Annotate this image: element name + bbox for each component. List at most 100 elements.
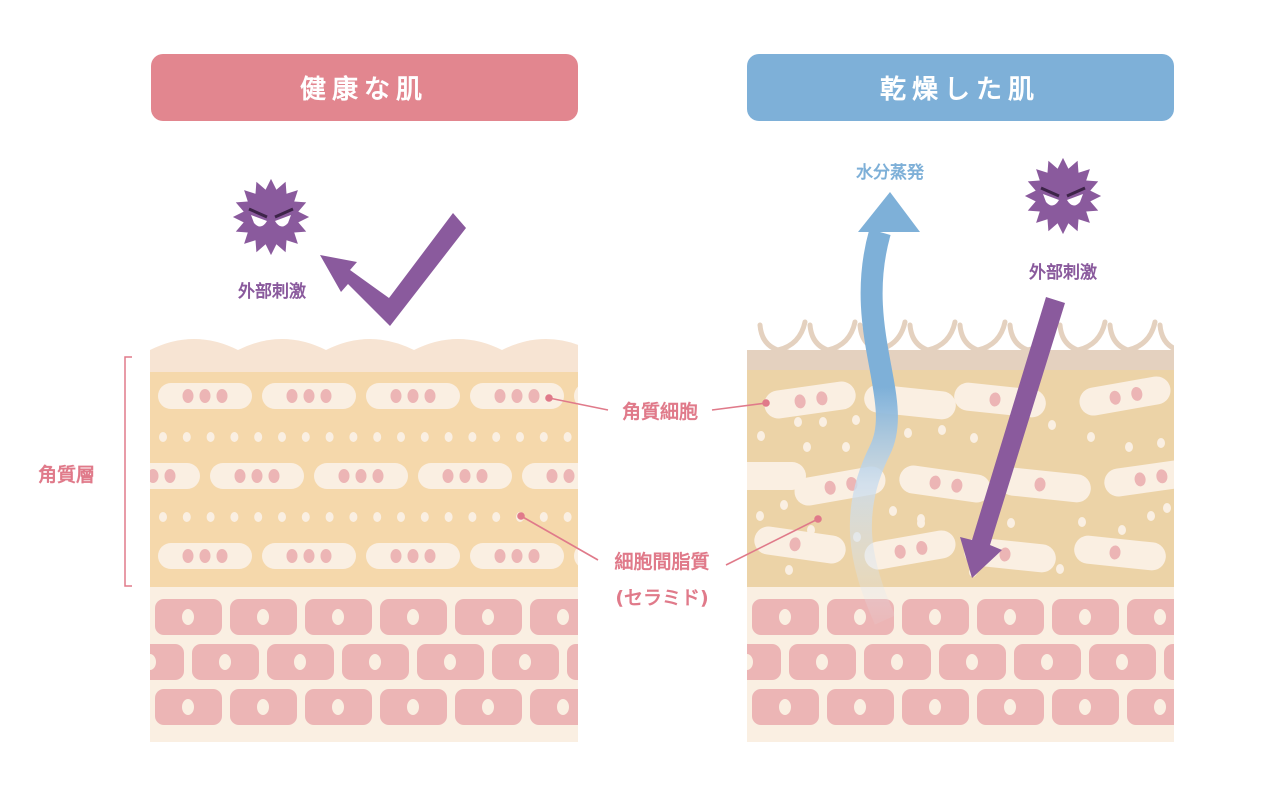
lipid-dot [325,512,334,522]
germ-brow [248,207,294,219]
cell-nucleus [251,469,263,483]
cell-nucleus [482,609,494,625]
cell-nucleus [894,544,906,559]
cell-nucleus [407,609,419,625]
cell-nucleus [528,549,540,563]
cell-nucleus [257,699,269,715]
cell-nucleus [1109,390,1121,405]
cell-nucleus [372,469,384,483]
cell-nucleus [747,654,753,670]
lipid-dot [492,512,501,522]
external-stimulus-label-right: 外部刺激 [1029,262,1097,283]
cell-nucleus [1109,545,1121,560]
cell-nucleus [286,549,298,563]
cell-nucleus [459,469,471,483]
cell-nucleus [929,475,941,490]
stratum-corneum-bracket [124,356,132,587]
lipid-dot [1186,433,1194,443]
skin-flake [1157,322,1174,352]
lipid-dot [444,432,453,442]
corneocyte [899,465,991,503]
cell-nucleus [476,469,488,483]
lipid-dot [397,512,405,522]
lipid-dot [1147,511,1155,521]
cell-nucleus [1004,609,1016,625]
cell-nucleus [407,549,419,563]
lipid-dot [468,512,477,522]
penetrating-arrow-icon [960,297,1065,578]
cell-nucleus [1131,386,1143,401]
germ-eye [1067,194,1083,206]
skin-flake [907,319,958,355]
external-stimulus-label-left: 外部刺激 [238,281,306,302]
intercellular-lipid-label: 細胞間脂質 [614,550,709,573]
lipid-dot [842,442,850,452]
lipid-dot [254,512,263,522]
healthy-skin-title: 健康な肌 [300,74,428,105]
cell-nucleus [794,394,806,409]
cell-nucleus [199,549,211,563]
lipid-dot [917,518,925,528]
corneocyte [864,530,956,570]
lipid-dot [1007,518,1015,528]
lipid-dot [1048,420,1056,430]
cell-nucleus [199,389,211,403]
cell-nucleus [216,389,228,403]
cell-nucleus [369,654,381,670]
cell-nucleus [390,389,402,403]
cell-nucleus [1004,699,1016,715]
skin-flake [1057,319,1108,355]
cell-nucleus [1154,699,1166,715]
dry-skin-title: 乾燥した肌 [880,75,1040,105]
cell-nucleus [557,699,569,715]
lipid-dot [889,506,897,516]
cell-nucleus [854,609,866,625]
lipid-dot [373,432,382,442]
cell-nucleus [966,654,978,670]
corneocyte [764,381,856,419]
skin-surface-bump [326,339,414,372]
cell-nucleus [494,389,506,403]
cell-nucleus [294,654,306,670]
healthy-skin-header: 健康な肌 [151,54,578,121]
cell-nucleus [789,537,801,552]
lipid-dot [1087,432,1095,442]
skin-surface-bump [414,339,502,372]
lipid-dot [349,432,358,442]
germ-eye [251,215,267,227]
cell-nucleus [816,391,828,406]
cell-nucleus [511,389,523,403]
lipid-dot [444,512,453,522]
lipid-dot [756,511,764,521]
lipid-dot [563,432,572,442]
dry-skin-cross-section [747,319,1203,742]
cell-nucleus [1041,654,1053,670]
stratum-corneum-label: 角質層 [38,463,95,486]
lipid-dot [182,512,191,522]
cell-nucleus [1079,699,1091,715]
corneocyte-body [899,465,991,503]
cell-nucleus [150,654,156,670]
germ-icon [1024,157,1102,235]
lipid-dot [516,432,524,442]
cell-nucleus [929,699,941,715]
lipid-dot [468,432,477,442]
lipid-dot [780,500,788,510]
cell-nucleus [424,389,436,403]
cell-nucleus [557,609,569,625]
cell-nucleus [594,654,606,670]
cell-nucleus [219,654,231,670]
lipid-dot [206,432,215,442]
cell-nucleus [332,699,344,715]
cell-nucleus [1034,477,1046,492]
cell-nucleus [303,389,315,403]
healthy-skin-cross-section [150,339,610,742]
lipid-dot [230,432,239,442]
cell-nucleus [1191,654,1203,670]
lipid-dot [904,428,912,438]
cell-nucleus [599,549,610,563]
cell-nucleus [338,469,350,483]
cell-nucleus [929,609,941,625]
lipid-dot [539,432,548,442]
cell-nucleus [951,478,963,493]
